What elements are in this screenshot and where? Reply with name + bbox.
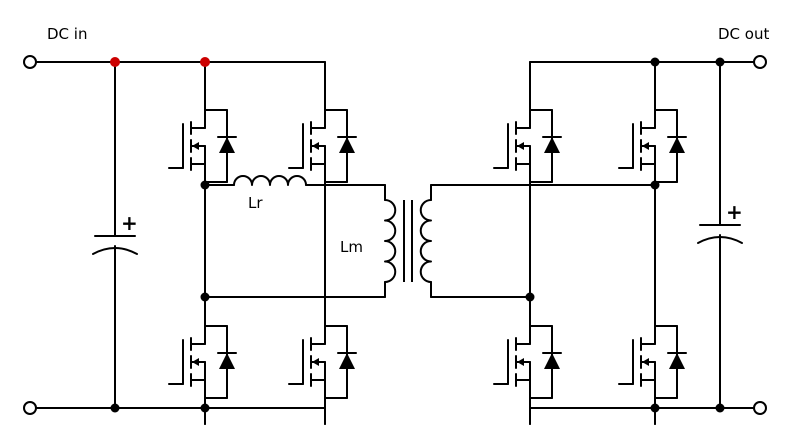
input-capacitor [92,61,138,409]
dc-in-label: DC in [47,25,87,43]
secondary-mosfet-top-left [493,83,562,209]
output-capacitor [697,61,743,409]
primary-mosfet-bottom-right [288,299,357,425]
junction-nodes [110,57,725,413]
primary-mosfet-top-right [288,83,357,209]
primary-mosfet-top-left [168,83,237,209]
highlighted-nodes [110,57,210,67]
secondary-mosfet-top-right [618,83,687,209]
lm-label: Lm [340,238,363,256]
transformer [384,199,432,283]
input-capacitor-plus: + [121,211,138,235]
output-capacitor-plus: + [726,200,743,224]
secondary-mosfet-bottom-left [493,299,562,425]
dc-in-positive-terminal [23,55,37,69]
lr-label: Lr [248,194,263,212]
dc-out-negative-terminal [753,401,767,415]
dc-out-label: DC out [718,25,769,43]
dc-in-negative-terminal [23,401,37,415]
dc-out-positive-terminal [753,55,767,69]
resonant-inductor [204,175,386,186]
